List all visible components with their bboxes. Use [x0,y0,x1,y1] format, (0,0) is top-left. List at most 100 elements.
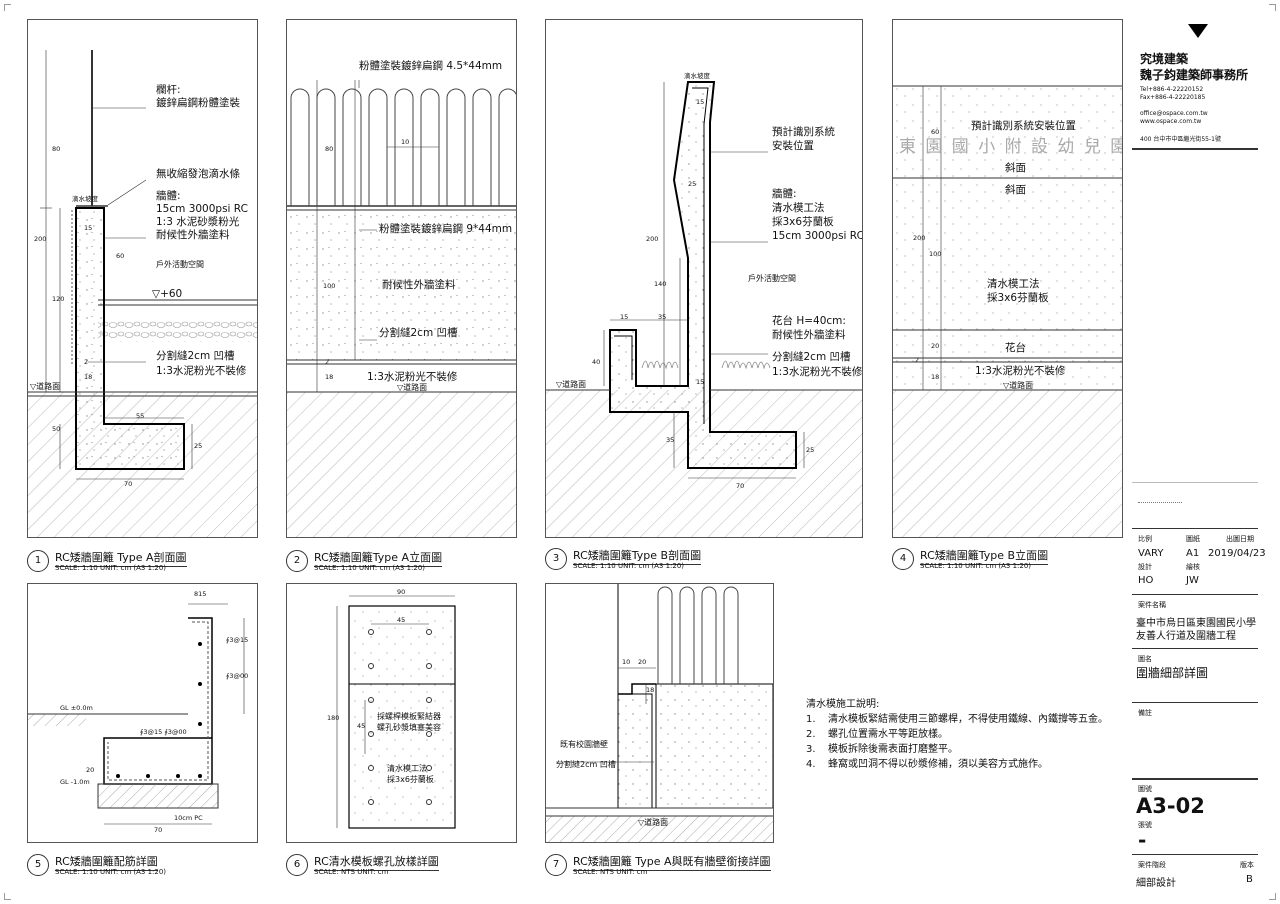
bolt-hole [368,765,374,771]
railing-bar [679,586,695,684]
version-label: 版本 [1240,861,1254,869]
dim-18: 18 [931,373,940,381]
road-level-label: ▽道路面 [30,382,61,391]
title-block: 究境建築 魏子鈞建築師事務所 Tel+886-4-22220152 Fax+88… [1132,18,1266,890]
dim-200: 200 [34,235,47,243]
project-name-1: 臺中市烏日區東園國民小學 [1136,618,1256,629]
caption-number: 7 [545,854,567,876]
existing-wall-label: 既有校園牆壁 [560,740,608,749]
wall-label: 牆體: [772,188,797,200]
firm-name-2: 魏子鈞建築師事務所 [1140,68,1249,82]
dim-50: 50 [52,425,61,433]
pc-label: 10cm PC [174,814,203,822]
dim-20: 20 [638,658,647,666]
slope-label-1: 斜面 [1005,162,1026,174]
note-number: 2. [806,729,816,740]
detail-panel-3: 滴水坡度 預計識別系統 安裝位置 牆體: 清水模工法 採3x6芬蘭板 15cm … [545,19,863,538]
issue-date-label: 出圖日期 [1226,535,1254,543]
wall-board-label: 採3x6芬蘭板 [987,292,1049,304]
joint-label: 分割縫2cm 凹槽 [156,350,235,362]
wall-spec-label: 15cm 3000psi RC [772,230,863,242]
planter-coating-label: 耐候性外牆塗料 [772,329,846,341]
dim-80: 80 [325,145,334,153]
firm-address: 400 台中市中區繼光街55-1號 [1140,136,1221,143]
caption-number: 3 [545,548,567,570]
bolt-hole [426,799,432,805]
sheet-number-value: A3-02 [1136,794,1205,818]
caption-number: 5 [27,854,49,876]
project-name-2: 友善人行道及圍牆工程 [1136,631,1236,642]
road-level-label: ▽道路面 [556,380,587,389]
road-level-label: ▽道路面 [638,818,669,827]
detail-panel-2: 粉體塗裝鍍鋅扁鋼 4.5*44mm 粉體塗裝鍍鋅扁鋼 9*44mm 耐候性外牆塗… [286,19,517,538]
design-label: 設計 [1138,563,1152,571]
caption-scale: SCALE: 1:10 UNIT: cm (A3 1:20) [314,564,426,572]
note-text: 模板拆除後需表面打磨整平。 [828,744,958,755]
railing-bar [316,88,336,206]
dim-70: 70 [124,480,133,488]
dim-2: 2 [84,358,89,366]
dim-15b: 15 [620,313,629,321]
dim-40: 40 [592,358,601,366]
dim-25: 25 [194,442,203,450]
dim-120: 120 [52,295,65,303]
remark-label: 備註 [1138,709,1152,717]
firm-fax: Fax+886-4-22220185 [1140,94,1206,101]
dim-2: 2 [915,356,920,364]
dim-18: 18 [325,373,334,381]
planter-label: 花台 [1005,342,1026,354]
section-drawing-type-b [546,81,862,537]
sign-label: 預計識別系統安裝位置 [971,120,1076,132]
wall-coating-label: 耐候性外牆塗料 [156,229,230,241]
planter-label: 花台 H=40cm: [772,315,846,327]
caption-title: RC矮牆圍籬配筋詳圖 [55,853,158,871]
junction-drawing [546,584,773,842]
wall-board-label: 採3x6芬蘭板 [387,775,434,784]
railing-label: 欄杆: [156,84,181,96]
gl-minus-label: GL -1.0m [60,778,90,786]
dim-45-vertical: 45 [357,722,366,730]
note-number: 1. [806,714,816,725]
bolt-label: 採螺桿模板緊結器 [377,712,441,721]
firm-email: office@ospace.com.tw [1140,110,1208,117]
caption-title: RC清水模板螺孔放樣詳圖 [314,853,439,871]
dim-100: 100 [929,250,942,258]
railing-bar [498,88,516,206]
drawing-name-value: 圍牆細部詳圖 [1136,666,1209,680]
dim-180: 180 [327,714,340,722]
dim-200: 200 [913,234,926,242]
drawing-name-label: 圖名 [1138,655,1152,663]
railing-material-label: 鍍鋅扁鋼粉體塗裝 [156,97,240,109]
dim-10: 10 [622,658,631,666]
sign-position-label: 安裝位置 [772,140,814,152]
crop-mark [1269,893,1276,900]
dim-140: 140 [654,280,667,288]
dim-15: 15 [84,224,93,232]
bolt-fill-label: 螺孔砂漿填塞美容 [377,723,441,732]
note-item: 4.蜂窩或凹洞不得以砂漿修補，須以美容方式施作。 [806,757,1108,772]
caption-number: 4 [892,548,914,570]
railing-bar [342,88,362,206]
bolt-hole [426,765,432,771]
scale-value: VARY [1138,548,1164,559]
railing-bar [723,586,739,684]
bolt-hole [368,731,374,737]
caption-title: RC矮牆圍籬Type B剖面圖 [573,547,702,565]
mortar-label: 1:3水泥粉光不裝修 [772,366,863,378]
page-number-value: - [1138,828,1147,852]
level-label: ▽+60 [152,288,183,300]
note-item: 2.螺孔位置需水平等距放樣。 [806,727,1108,742]
caption-title: RC矮牆圍籬 Type A剖面圖 [55,549,187,567]
section-drawing-type-a [28,50,257,537]
mortar-label: 1:3水泥粉光不裝修 [367,371,458,383]
elevation-drawing-type-b [893,85,1122,537]
slope-label-2: 斜面 [1005,184,1026,196]
wall-spec-label: 15cm 3000psi RC [156,203,248,215]
dim-rebar-3: ∮3@15 ∮3@00 [140,728,187,736]
dim-15c: 15 [696,378,705,386]
bars-top-label: 粉體塗裝鍍鋅扁鋼 4.5*44mm [359,60,503,72]
caption-scale: SCALE: 1:10 UNIT: cm (A3 1:20) [55,564,167,572]
rebar-drawing [28,603,245,825]
dim-70: 70 [154,826,163,834]
dim-80: 80 [52,145,61,153]
